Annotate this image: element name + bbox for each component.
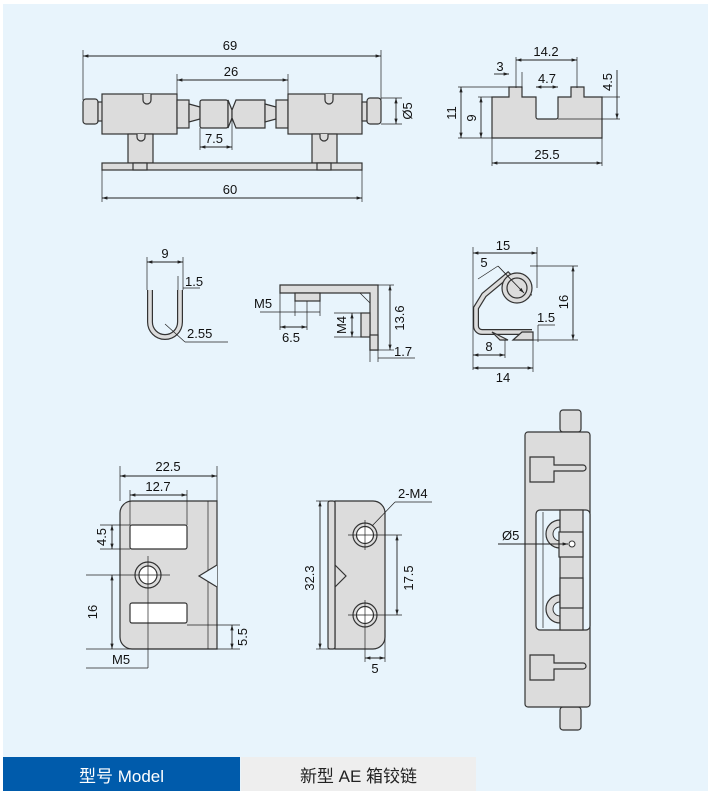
dim-spring-thickness: 1.5	[537, 310, 555, 325]
dim-width: 25.5	[534, 147, 559, 162]
model-value: 新型 AE 箱铰链	[241, 757, 476, 791]
dim-thread-side: M4	[334, 316, 349, 334]
dim-bracket-thickness: 1.7	[394, 344, 412, 359]
dim-plate-width: 22.5	[155, 459, 180, 474]
dim-edge: 5	[371, 661, 378, 676]
spring-clip: 15 5 16 1.5 8 14	[472, 238, 578, 385]
dim-spring-height: 16	[556, 295, 571, 309]
dim-bottom: 5.5	[235, 628, 250, 646]
dim-pin-dia: Ø5	[400, 102, 415, 119]
dim-offset: 6.5	[282, 330, 300, 345]
side-profile: 14.2 3 4.7 4.5 11 9 25.5	[444, 44, 620, 166]
dim-spring-inner: 8	[485, 339, 492, 354]
dim-plate-b-height: 32.3	[302, 565, 317, 590]
dim-tab: 3	[496, 59, 503, 74]
dim-bracket-height: 13.6	[392, 305, 407, 330]
dim-clip-radius: 2.55	[187, 326, 212, 341]
dim-spring-radius: 5	[480, 255, 487, 270]
model-bar: 型号 Model 新型 AE 箱铰链	[3, 757, 476, 791]
dim-height: 11	[444, 106, 459, 120]
dim-spring-base: 14	[496, 370, 510, 385]
dim-spring-width: 15	[496, 238, 510, 253]
front-view: 69 26	[82, 38, 415, 202]
dim-body-height: 9	[464, 114, 479, 121]
bracket: 13.6 1.7 M5 6.5 M4	[254, 284, 415, 362]
dim-clip-width: 9	[161, 246, 168, 261]
plate-a: 22.5 12.7 4.5 16 5.5 M5	[85, 459, 250, 669]
dim-overall: 69	[223, 38, 237, 53]
dim-slot-depth: 4.5	[600, 73, 615, 91]
dim-top-pin-dia: Ø5	[502, 528, 519, 543]
dim-base: 60	[223, 182, 237, 197]
u-clip: 9 1.5 2.55	[146, 246, 228, 343]
model-label: 型号 Model	[3, 757, 240, 791]
plate-b: 2-M4 32.3 17.5 5	[302, 486, 432, 676]
dim-hole-pitch: 17.5	[401, 565, 416, 590]
dim-thread-top: M5	[254, 296, 272, 311]
dim-slot-height: 4.5	[94, 528, 109, 546]
dim-between-blocks: 26	[224, 64, 238, 79]
dim-clip-thickness: 1.5	[185, 274, 203, 289]
dim-slot-width: 12.7	[145, 479, 170, 494]
dim-plate-thread: M5	[112, 652, 130, 667]
dim-hole-height: 16	[85, 605, 100, 619]
top-view: Ø5	[498, 409, 591, 731]
dim-slot-pitch: 14.2	[533, 44, 558, 59]
dim-holes: 2-M4	[398, 486, 428, 501]
dim-neck: 7.5	[205, 131, 223, 146]
dim-slot: 4.7	[538, 71, 556, 86]
